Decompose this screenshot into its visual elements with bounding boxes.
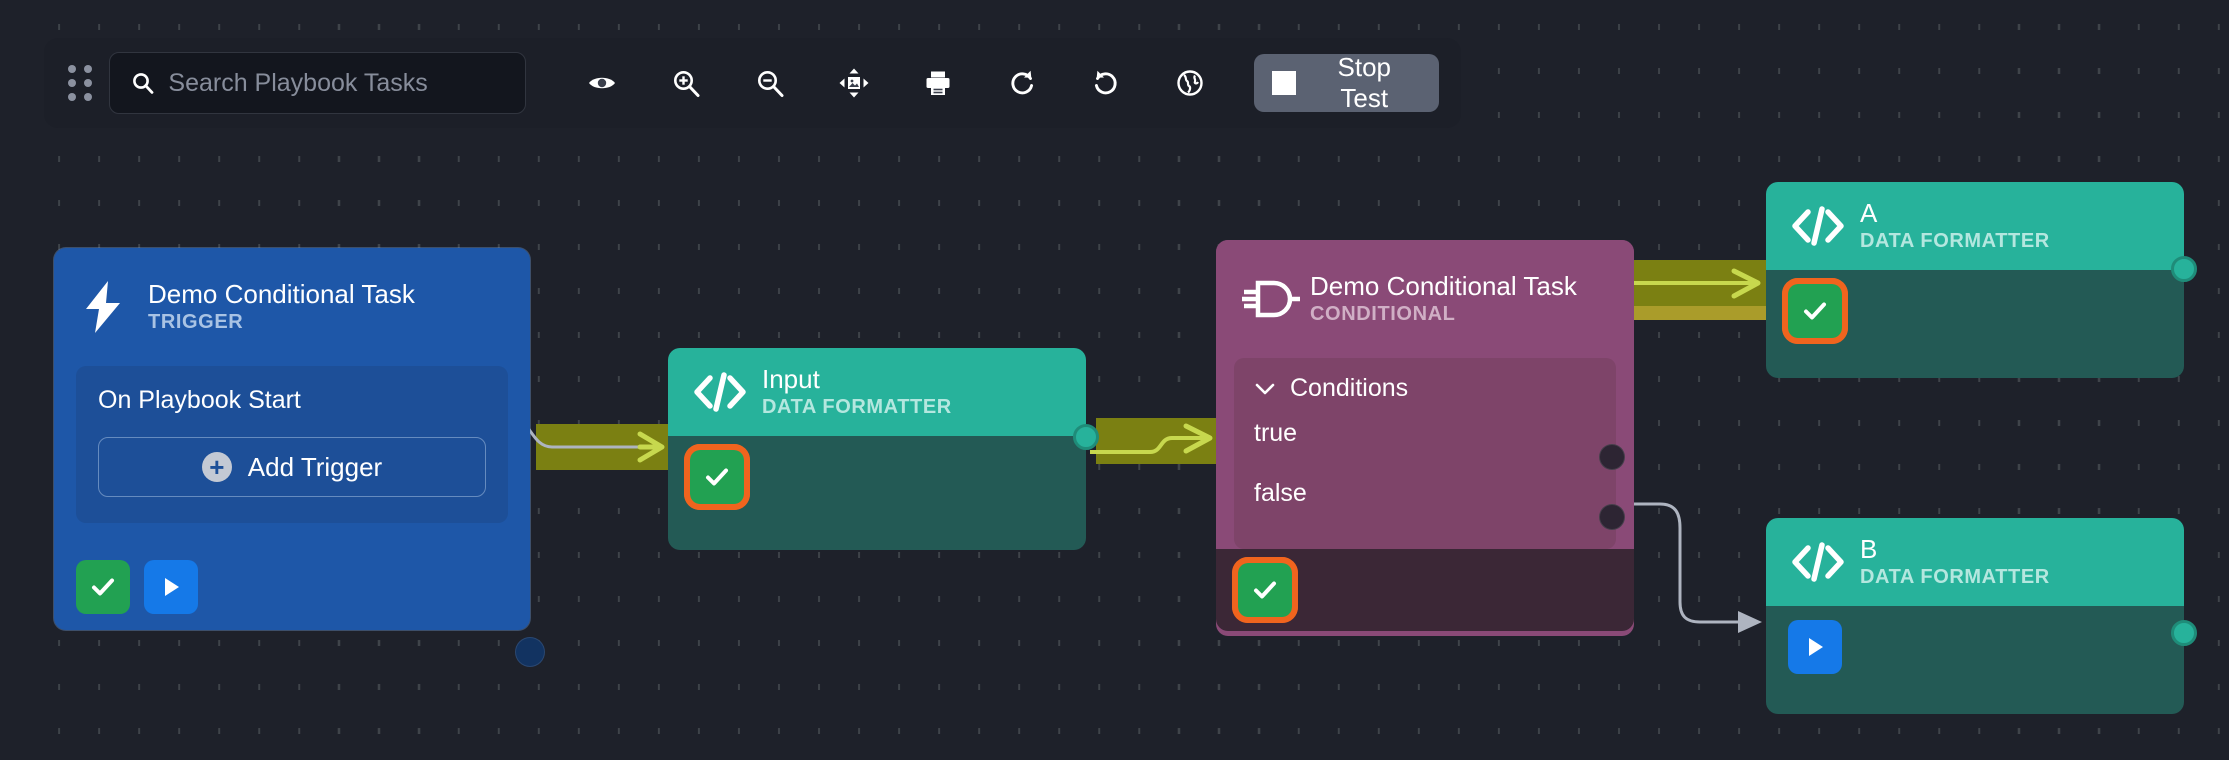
node-input-body xyxy=(668,436,1086,550)
edge-arrow-trigger-input xyxy=(637,431,665,463)
node-a[interactable]: A DATA FORMATTER xyxy=(1766,182,2197,378)
node-conditional-body xyxy=(1216,549,1634,631)
globe-icon[interactable] xyxy=(1148,52,1232,114)
status-success[interactable] xyxy=(76,560,130,614)
drag-dot xyxy=(68,64,77,73)
node-a-status-group xyxy=(1766,270,2184,344)
fit-to-screen-icon[interactable] xyxy=(812,52,896,114)
condition-label: true xyxy=(1254,418,1298,447)
condition-row-false[interactable]: false xyxy=(1254,463,1596,523)
stop-test-button[interactable]: Stop Test xyxy=(1254,52,1439,113)
drag-dot xyxy=(84,92,93,101)
node-input-output-port[interactable] xyxy=(1073,424,1099,450)
add-trigger-label: Add Trigger xyxy=(247,451,383,482)
edge-arrow-input-conditional xyxy=(1183,423,1213,454)
node-a-subtitle: DATA FORMATTER xyxy=(1860,230,2050,253)
search-box[interactable] xyxy=(109,52,527,114)
status-success[interactable] xyxy=(1232,557,1298,623)
node-a-output-port[interactable] xyxy=(2171,256,2197,282)
zoom-in-icon[interactable] xyxy=(644,52,728,114)
redo-icon[interactable] xyxy=(980,52,1064,114)
search-input[interactable] xyxy=(168,68,509,98)
trigger-row-label: On Playbook Start xyxy=(98,386,301,414)
node-a-title: A xyxy=(1860,197,1878,228)
node-a-titles: A DATA FORMATTER xyxy=(1860,198,2050,255)
node-trigger[interactable]: Demo Conditional Task TRIGGER On Playboo… xyxy=(54,248,545,667)
node-input-header: Input DATA FORMATTER xyxy=(668,348,1086,436)
drag-dot xyxy=(84,64,93,73)
node-b-title: B xyxy=(1860,533,1878,564)
condition-row-true[interactable]: true xyxy=(1254,403,1596,463)
condition-true-port[interactable] xyxy=(1599,444,1625,470)
node-trigger-titles: Demo Conditional Task TRIGGER xyxy=(148,279,415,336)
code-brackets-icon xyxy=(1790,203,1860,249)
node-conditional-subtitle: CONDITIONAL xyxy=(1310,303,1456,326)
node-input-status-group xyxy=(668,436,1086,510)
eye-icon[interactable] xyxy=(560,52,644,114)
node-input-titles: Input DATA FORMATTER xyxy=(762,364,952,421)
undo-icon[interactable] xyxy=(1064,52,1148,114)
edge-line-input-conditional xyxy=(1090,436,1208,454)
stop-square-icon xyxy=(1272,71,1296,95)
trigger-status-group xyxy=(76,544,198,630)
trigger-output-port[interactable] xyxy=(515,637,545,667)
node-conditional-titles: Demo Conditional Task CONDITIONAL xyxy=(1310,271,1577,328)
node-b-status-group xyxy=(1766,606,2184,674)
node-b-titles: B DATA FORMATTER xyxy=(1860,534,2050,591)
code-brackets-icon xyxy=(692,369,762,415)
node-conditional-title: Demo Conditional Task xyxy=(1310,270,1577,301)
code-brackets-icon xyxy=(1790,539,1860,585)
run-button[interactable] xyxy=(144,560,198,614)
node-conditional[interactable]: Demo Conditional Task CONDITIONAL Condit… xyxy=(1216,240,1634,636)
node-a-header: A DATA FORMATTER xyxy=(1766,182,2184,270)
trigger-panel: On Playbook Start + Add Trigger xyxy=(76,366,508,523)
node-b-subtitle: DATA FORMATTER xyxy=(1860,566,2050,589)
search-icon xyxy=(131,71,155,95)
add-trigger-button[interactable]: + Add Trigger xyxy=(98,437,486,497)
plus-icon: + xyxy=(201,452,232,482)
node-trigger-header: Demo Conditional Task TRIGGER xyxy=(54,248,530,366)
drag-dot xyxy=(68,78,77,87)
edge-arrow-false-b xyxy=(1738,611,1762,633)
drag-dot xyxy=(68,92,77,101)
node-b-body xyxy=(1766,606,2184,714)
drag-handle[interactable] xyxy=(66,64,95,101)
edge-band-true-a xyxy=(1600,292,1766,468)
conditions-panel: Conditions true false xyxy=(1234,358,1616,549)
lightning-bolt-icon xyxy=(78,279,148,335)
node-b[interactable]: B DATA FORMATTER xyxy=(1766,518,2197,714)
playbook-toolbar: Stop Test xyxy=(44,38,1461,128)
status-success[interactable] xyxy=(1782,278,1848,344)
status-success[interactable] xyxy=(684,444,750,510)
stop-test-label: Stop Test xyxy=(1337,52,1392,113)
condition-label: false xyxy=(1254,478,1307,507)
chevron-down-icon xyxy=(1254,374,1276,403)
node-trigger-subtitle: TRIGGER xyxy=(148,311,244,334)
run-button[interactable] xyxy=(1788,620,1842,674)
conditions-toggle[interactable]: Conditions xyxy=(1254,374,1596,403)
node-input-title: Input xyxy=(762,363,820,394)
edge-band-trigger-input xyxy=(536,424,676,470)
condition-false-port[interactable] xyxy=(1599,504,1625,530)
edge-band-input-conditional xyxy=(1096,418,1224,464)
node-a-body xyxy=(1766,270,2184,378)
conditions-label: Conditions xyxy=(1290,374,1409,402)
print-icon[interactable] xyxy=(896,52,980,114)
node-input-subtitle: DATA FORMATTER xyxy=(762,396,952,419)
edge-arrow-true-a xyxy=(1731,268,1761,299)
zoom-out-icon[interactable] xyxy=(728,52,812,114)
drag-dot xyxy=(84,78,93,87)
node-b-output-port[interactable] xyxy=(2171,620,2197,646)
toolbar-icon-group xyxy=(560,52,1232,114)
logic-gate-icon xyxy=(1240,277,1310,321)
node-input[interactable]: Input DATA FORMATTER xyxy=(668,348,1099,550)
node-conditional-header: Demo Conditional Task CONDITIONAL xyxy=(1216,240,1634,358)
node-b-header: B DATA FORMATTER xyxy=(1766,518,2184,606)
node-trigger-title: Demo Conditional Task xyxy=(148,278,415,309)
